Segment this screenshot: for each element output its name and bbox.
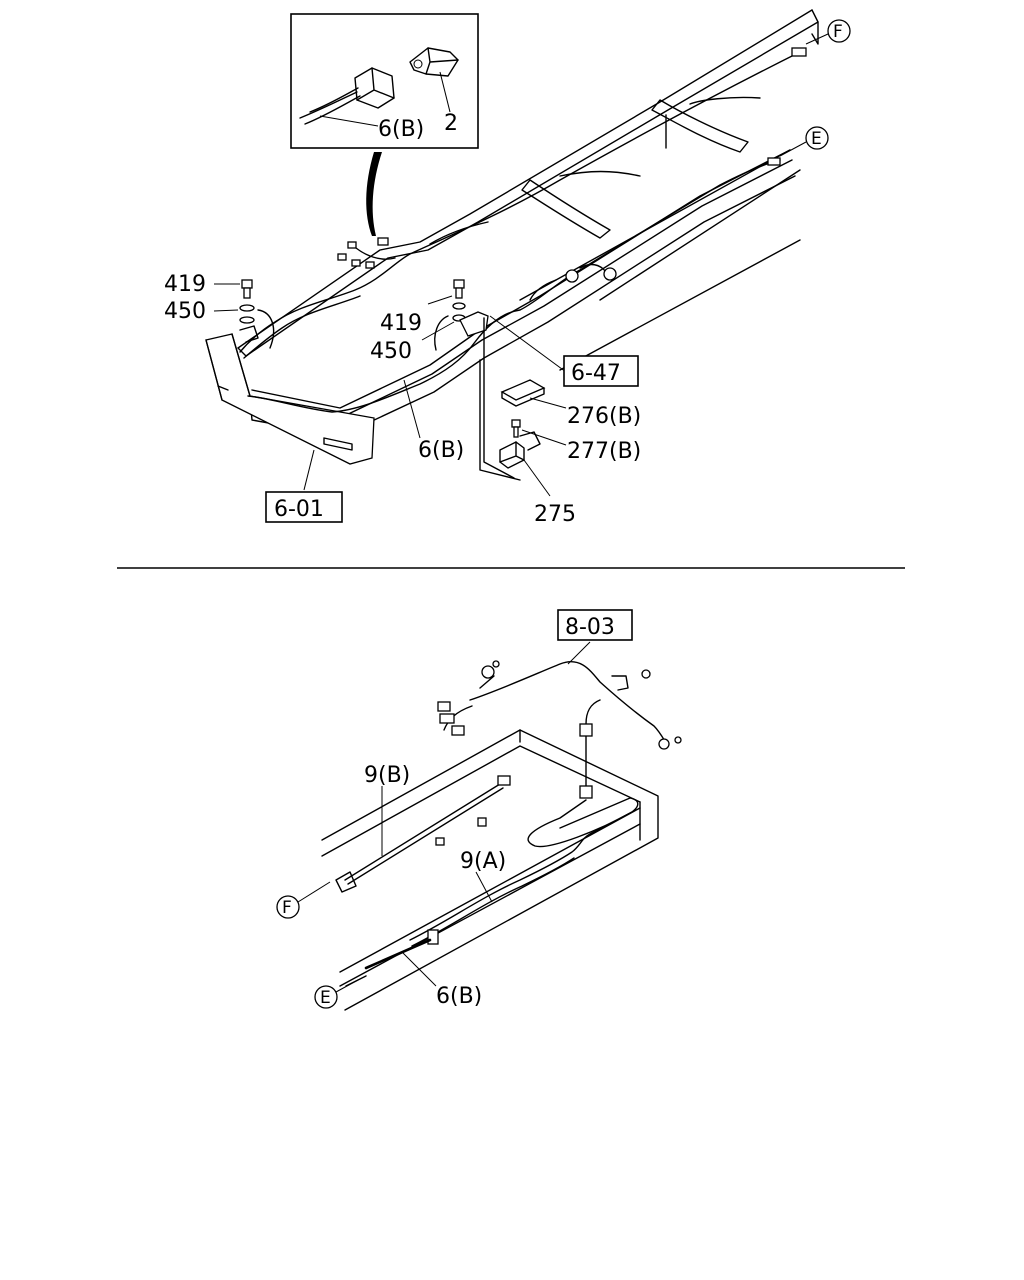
marker-f-bottom-label: F (282, 898, 292, 918)
inset-pointer (366, 152, 382, 236)
marker-f-top-label: F (833, 22, 843, 42)
bracket-label: 275 (534, 502, 576, 527)
ref-frame-label: 6-47 (571, 361, 621, 386)
marker-f-top: F (805, 19, 851, 45)
harness-6b-lower: 6(B) (345, 938, 482, 1009)
inset-harness-label: 6(B) (378, 117, 424, 142)
lower-9a-label: 9(A) (460, 849, 506, 874)
rear-body-frame (321, 729, 659, 1011)
lower-6b-label: 6(B) (436, 984, 482, 1009)
lower-9b-label: 9(B) (364, 763, 410, 788)
marker-e-bottom: E (314, 979, 359, 1009)
washer-left-label: 450 (164, 299, 206, 324)
ref-box-frame: 6-47 (563, 355, 639, 387)
bracket-assembly: 276(B) 277(B) 275 6(B) (303, 311, 641, 527)
connector-inset: 6(B) 2 (290, 13, 479, 149)
bolt-right-label: 419 (380, 311, 422, 336)
washer-right-label: 450 (370, 339, 412, 364)
ref-bumper-label: 6-01 (274, 497, 324, 522)
bolt-washer-left: 419 450 (164, 272, 259, 343)
harness-9a: 9(A) (409, 811, 633, 947)
harness-routing (239, 47, 807, 413)
cover-label: 276(B) (567, 404, 641, 429)
screw-label: 277(B) (567, 439, 641, 464)
bolt-washer-right: 419 450 (370, 279, 466, 364)
inset-connector-label: 2 (444, 111, 458, 136)
marker-e-top-label: E (811, 129, 822, 149)
harness-9b: 9(B) (335, 763, 511, 893)
marker-e-bottom-label: E (320, 988, 331, 1008)
bolt-left-label: 419 (164, 272, 206, 297)
marker-f-bottom: F (276, 881, 331, 919)
marker-e-top: E (779, 126, 829, 157)
ref-rear-label: 8-03 (565, 615, 615, 640)
harness-front-label: 6(B) (418, 438, 464, 463)
rear-harness: 8-03 (437, 609, 682, 848)
ref-box-bumper: 6-01 (265, 491, 343, 523)
front-bumper (205, 333, 375, 465)
